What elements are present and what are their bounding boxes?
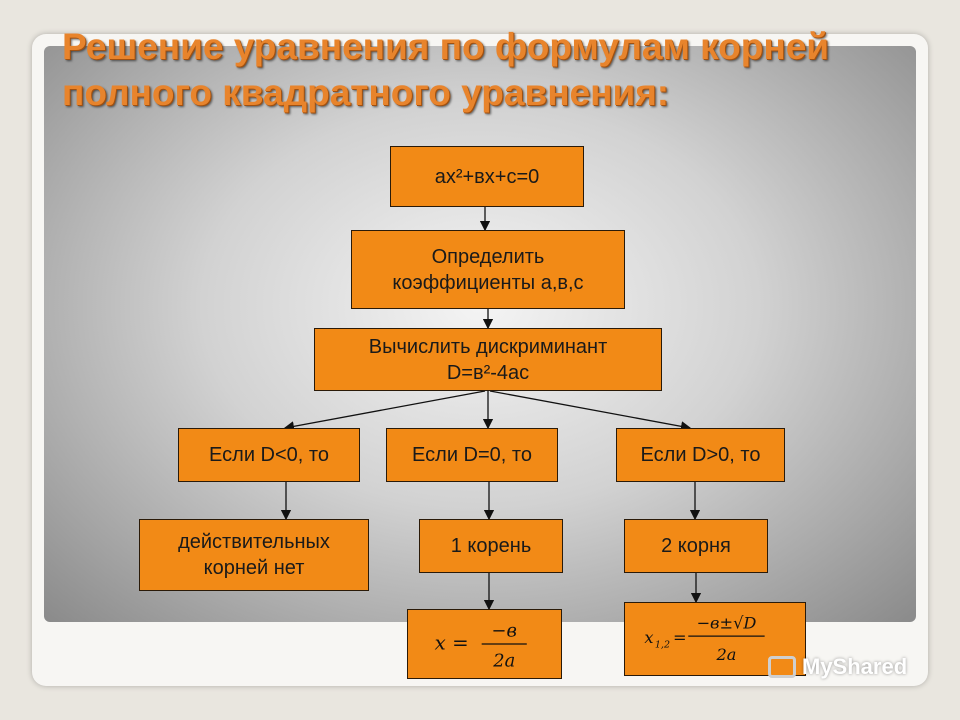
two-roots-formula-subscript: 1,2 [655, 640, 670, 651]
one-root-box: 1 корень [419, 519, 563, 573]
watermark-text: MyShared [802, 654, 908, 679]
if-negative-text: Если D<0, то [209, 444, 329, 466]
one-root-text: 1 корень [450, 535, 532, 557]
one-root-formula-box: x = −в 2a [407, 609, 562, 679]
two-roots-box: 2 корня [624, 519, 768, 573]
one-root-formula: x = −в 2a [435, 620, 527, 672]
if-negative-box: Если D<0, то [178, 428, 360, 482]
slide-title: Решение уравнения по формулам корней пол… [62, 26, 830, 113]
one-root-formula-denominator: 2a [492, 651, 515, 672]
equation-box: ax²+вx+c=0 [390, 146, 584, 207]
arrow-disc-to-pos [489, 390, 692, 432]
myshared-logo-icon [768, 656, 796, 678]
discriminant-text: Вычислить дискриминант D=в²-4ac [368, 335, 608, 384]
two-roots-text: 2 корня [661, 535, 731, 557]
two-roots-formula: x 1,2 = −в±√D 2a [644, 614, 765, 664]
if-positive-text: Если D>0, то [640, 444, 761, 466]
two-roots-formula-lhs: x [644, 628, 653, 647]
coefficients-text: Определить коэффициенты a,в,c [392, 245, 584, 294]
equation-text: ax²+вx+c=0 [434, 165, 540, 188]
discriminant-box: Вычислить дискриминант D=в²-4ac [314, 328, 662, 391]
one-root-formula-lhs: x = [435, 632, 469, 655]
if-positive-box: Если D>0, то [616, 428, 785, 482]
two-roots-formula-numerator: −в±√D [696, 614, 756, 633]
two-roots-formula-equals: = [673, 628, 687, 647]
two-roots-formula-denominator: 2a [715, 645, 736, 664]
no-roots-text: действительных корней нет [178, 531, 330, 579]
if-zero-text: Если D=0, то [412, 444, 532, 466]
two-roots-formula-box: x 1,2 = −в±√D 2a [624, 602, 806, 676]
no-roots-box: действительных корней нет [139, 519, 369, 591]
arrow-disc-to-neg [283, 390, 486, 432]
one-root-formula-numerator: −в [492, 620, 517, 641]
myshared-watermark: MyShared [768, 654, 907, 680]
coefficients-box: Определить коэффициенты a,в,c [351, 230, 625, 309]
if-zero-box: Если D=0, то [386, 428, 558, 482]
